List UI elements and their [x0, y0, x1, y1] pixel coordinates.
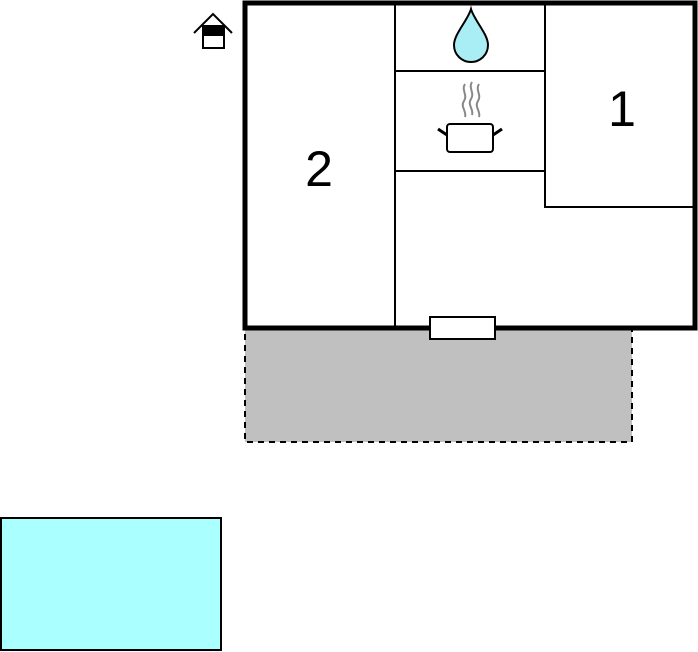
cooking-pot-icon [437, 81, 503, 153]
pool [0, 517, 222, 651]
entrance-door [429, 316, 496, 340]
room-label-1: 1 [608, 81, 636, 137]
interior-walls [394, 3, 695, 328]
terrace [244, 327, 633, 443]
water-drop-icon [452, 5, 490, 64]
entrance-icon [193, 12, 233, 49]
room-label-2: 2 [305, 141, 333, 197]
